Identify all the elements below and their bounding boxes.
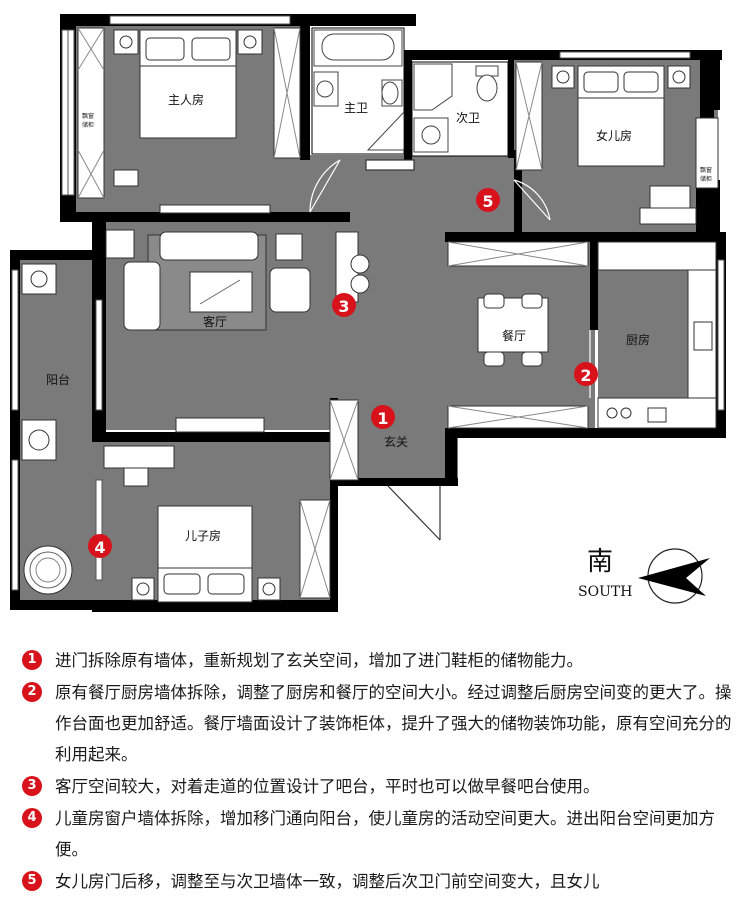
master-bath	[311, 27, 405, 155]
marker-4-number: 4	[94, 538, 105, 557]
master-bedroom	[77, 27, 301, 214]
note-item: 4 儿童房窗户墙体拆除，增加移门通向阳台，使儿童房的活动空间更大。进出阳台空间更加…	[22, 803, 737, 865]
living-room	[105, 229, 370, 433]
balcony	[21, 263, 73, 595]
label-dining: 餐厅	[502, 328, 526, 343]
note-number-badge: 4	[22, 808, 42, 828]
note-item: 2 原有餐厅厨房墙体拆除，调整了厨房和餐厅的空间大小。经过调整后厨房空间变的更大了…	[22, 677, 737, 770]
bay-window-label-right-2: 储柜	[700, 175, 712, 183]
windows	[11, 15, 725, 591]
note-number-badge: 1	[22, 650, 42, 670]
compass: 南 SOUTH	[578, 547, 710, 604]
marker-1: 1	[371, 405, 395, 429]
bay-window-label-left-2: 储柜	[82, 121, 94, 129]
note-item: 3 客厅空间较大，对着走道的位置设计了吧台，平时也可以做早餐吧台使用。	[22, 771, 737, 802]
note-number-badge: 3	[22, 776, 42, 796]
label-second-bath: 次卫	[456, 111, 480, 125]
marker-2-number: 2	[580, 366, 591, 385]
label-daughter-bedroom: 女儿房	[596, 128, 632, 143]
label-kitchen: 厨房	[626, 332, 650, 347]
note-item: 1 进门拆除原有墙体，重新规划了玄关空间，增加了进门鞋柜的储物能力。	[22, 645, 737, 676]
marker-3-number: 3	[338, 297, 349, 316]
bay-window-label-left-1: 飘窗	[82, 112, 94, 120]
marker-1-number: 1	[377, 409, 388, 428]
floor-plan: 主人房 主卫 次卫 女儿房 客厅 阳台 餐厅 厨房 玄关 儿子房 飘窗 储柜 飘…	[10, 14, 726, 612]
compass-label-cn: 南	[587, 547, 613, 577]
son-bedroom	[103, 445, 331, 603]
label-living-room: 客厅	[203, 314, 227, 329]
entry-cabinet	[329, 399, 359, 481]
marker-2: 2	[574, 362, 598, 386]
label-master-bedroom: 主人房	[168, 92, 204, 107]
marker-5: 5	[476, 188, 500, 212]
note-number-badge: 2	[22, 682, 42, 702]
dining-kitchen	[447, 241, 717, 429]
note-number-badge: 5	[22, 871, 42, 891]
compass-label-en: SOUTH	[578, 584, 632, 600]
marker-5-number: 5	[482, 192, 493, 211]
marker-4: 4	[88, 534, 112, 558]
note-text: 原有餐厅厨房墙体拆除，调整了厨房和餐厅的空间大小。经过调整后厨房空间变的更大了。…	[55, 683, 732, 764]
note-text: 儿童房窗户墙体拆除，增加移门通向阳台，使儿童房的活动空间更大。进出阳台空间更加方…	[55, 809, 715, 859]
label-master-bath: 主卫	[344, 101, 368, 115]
renovation-notes: 1 进门拆除原有墙体，重新规划了玄关空间，增加了进门鞋柜的储物能力。 2 原有餐厅厨…	[22, 645, 737, 898]
daughter-bedroom	[515, 61, 719, 225]
note-text: 进门拆除原有墙体，重新规划了玄关空间，增加了进门鞋柜的储物能力。	[55, 651, 583, 670]
marker-3: 3	[332, 293, 356, 317]
label-son-bedroom: 儿子房	[185, 528, 221, 543]
second-bath	[411, 61, 509, 157]
bay-window-label-right-1: 飘窗	[700, 166, 712, 174]
note-text: 女儿房门后移，调整至与次卫墙体一致，调整后次卫门前空间变大，且女儿	[55, 872, 600, 891]
label-entry: 玄关	[384, 434, 408, 449]
note-item: 5 女儿房门后移，调整至与次卫墙体一致，调整后次卫门前空间变大，且女儿	[22, 866, 737, 897]
label-balcony: 阳台	[46, 372, 70, 387]
compass-arrow-icon	[638, 558, 710, 596]
note-text: 客厅空间较大，对着走道的位置设计了吧台，平时也可以做早餐吧台使用。	[55, 777, 600, 796]
